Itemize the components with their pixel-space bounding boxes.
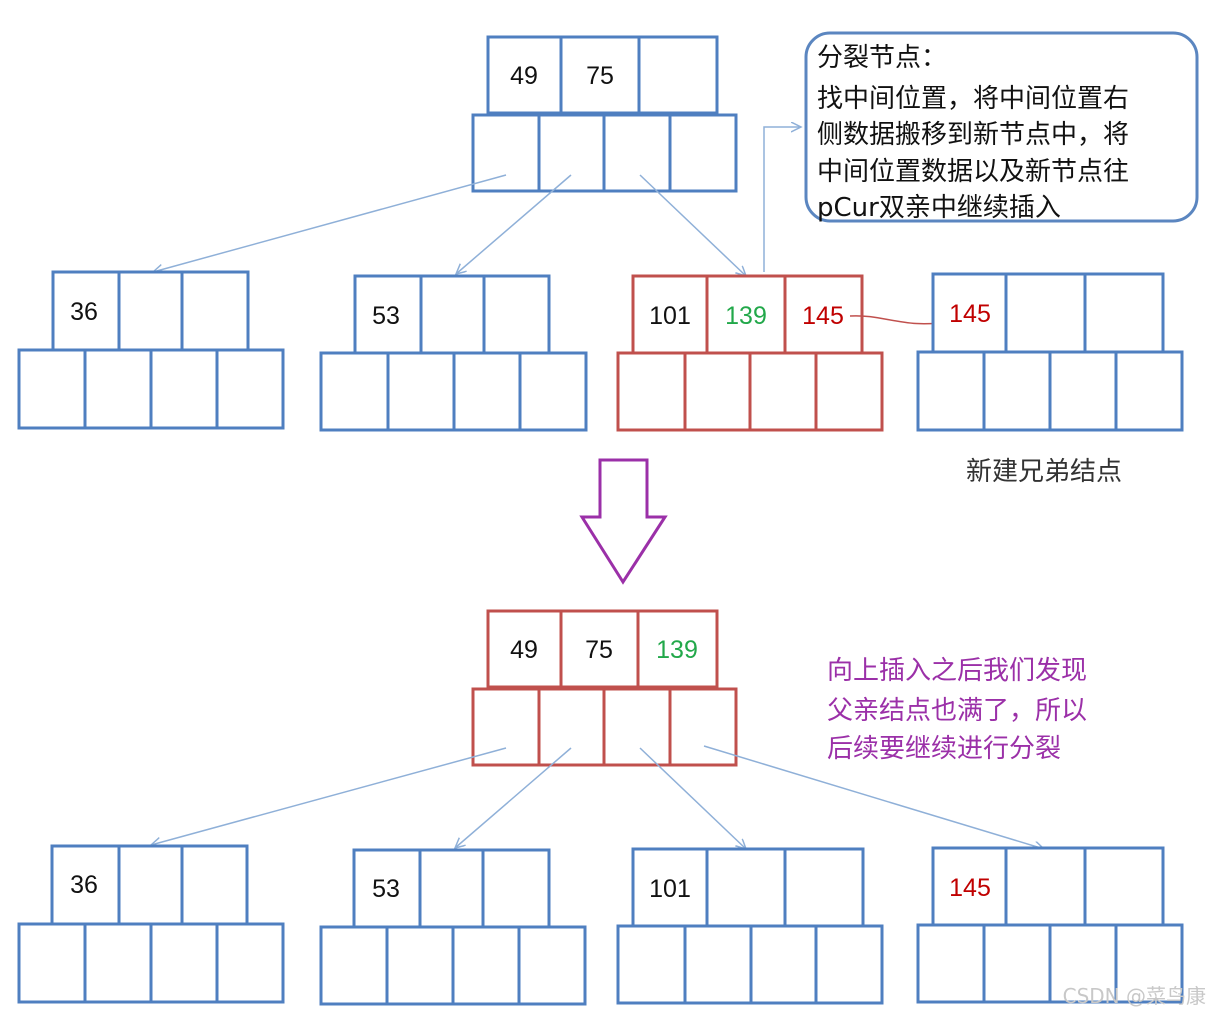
top-child-pointers xyxy=(153,174,746,276)
bottom-root-node: 49 75 139 xyxy=(471,609,738,767)
top-leaf-node-2: 53 xyxy=(319,274,588,432)
split-explanation-callout: 分裂节点： 找中间位置，将中间位置右 侧数据搬移到新节点中，将 中间位置数据以及… xyxy=(804,31,1199,223)
callout-line: 分裂节点： xyxy=(817,43,947,73)
transition-down-arrow xyxy=(579,458,668,585)
callout-line: pCur双亲中继续插入 xyxy=(817,193,1061,223)
bottom-leaf-node-1: 36 xyxy=(17,844,285,1004)
callout-line: 侧数据搬移到新节点中，将 xyxy=(817,120,1129,150)
promoted-key: 139 xyxy=(656,636,698,664)
callout-connector xyxy=(763,127,801,272)
note-line: 向上插入之后我们发现 xyxy=(827,656,1087,686)
top-leaf-node-1: 36 xyxy=(17,270,285,430)
key: 145 xyxy=(949,874,991,902)
top-root-node: 49 75 xyxy=(471,35,738,193)
key: 49 xyxy=(510,62,538,90)
key: 75 xyxy=(586,62,614,90)
note-line: 父亲结点也满了，所以 xyxy=(827,696,1087,726)
middle-key: 139 xyxy=(725,302,767,330)
callout-line: 找中间位置，将中间位置右 xyxy=(817,84,1129,114)
key: 49 xyxy=(510,636,538,664)
key: 53 xyxy=(372,875,400,903)
key: 36 xyxy=(70,298,98,326)
bottom-leaf-node-3: 101 xyxy=(616,847,884,1005)
key: 145 xyxy=(949,300,991,328)
watermark: CSDN @菜鸟康 xyxy=(1063,984,1206,1008)
moved-key: 145 xyxy=(802,302,844,330)
new-sibling-node: 145 xyxy=(916,272,1184,432)
callout-line: 中间位置数据以及新节点往 xyxy=(817,157,1129,187)
bottom-leaf-node-4: 145 xyxy=(916,846,1184,1004)
key: 101 xyxy=(649,875,691,903)
note-line: 后续要继续进行分裂 xyxy=(827,734,1061,764)
new-sibling-label: 新建兄弟结点 xyxy=(966,457,1122,487)
bottom-child-pointers xyxy=(151,745,1044,849)
top-full-leaf-node: 101 139 145 xyxy=(616,274,884,432)
key: 101 xyxy=(649,302,691,330)
key: 75 xyxy=(585,636,613,664)
overflow-note: 向上插入之后我们发现 父亲结点也满了，所以 后续要继续进行分裂 xyxy=(827,656,1087,764)
key: 36 xyxy=(70,871,98,899)
key: 53 xyxy=(372,302,400,330)
bottom-leaf-node-2: 53 xyxy=(319,848,587,1006)
